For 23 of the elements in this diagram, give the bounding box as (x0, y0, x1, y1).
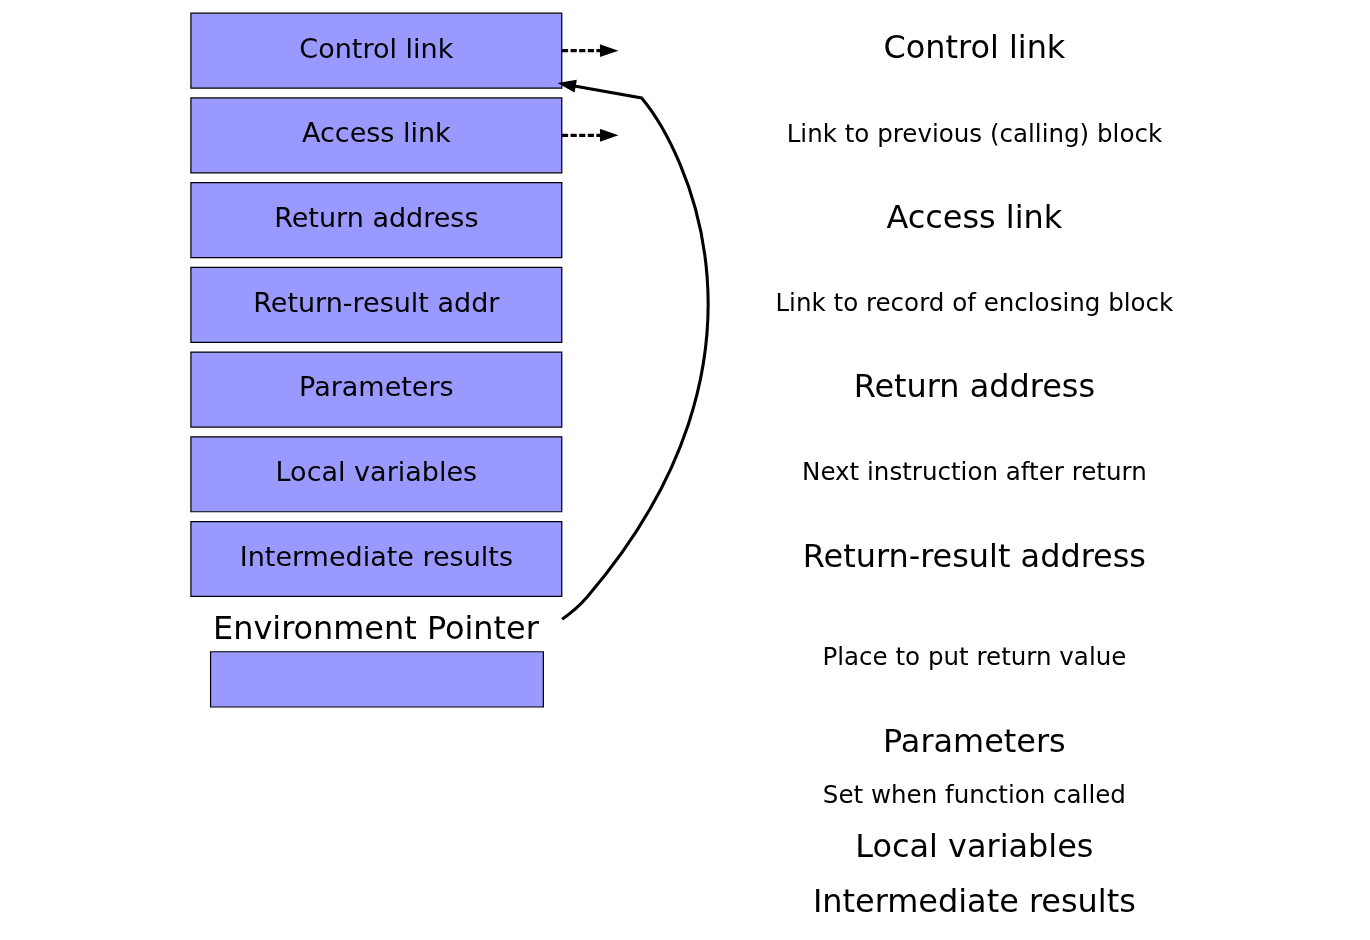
node-box: Return address (189, 182, 562, 259)
label: Control link (882, 28, 1065, 67)
node-box: Return-result addr (189, 266, 562, 343)
label: Local variables (854, 826, 1093, 865)
label: Return address (853, 367, 1095, 406)
label: Link to record of enclosing block (774, 287, 1173, 317)
node-box: Parameters (189, 351, 562, 428)
label: Next instruction after return (801, 457, 1147, 487)
label: Parameters (882, 722, 1066, 761)
arrow (557, 79, 709, 621)
label: Intermediate results (812, 881, 1136, 920)
node-box: Local variables (189, 436, 562, 513)
node-box: Control link (189, 12, 562, 89)
node-label: Environment Pointer (212, 609, 539, 648)
arrow (561, 44, 618, 58)
arrow (561, 128, 618, 142)
label: Place to put return value (821, 642, 1126, 672)
node-box: Access link (189, 97, 562, 174)
node-box: Intermediate results (189, 520, 562, 598)
label: Set when function called (822, 779, 1126, 809)
label: Access link (885, 197, 1062, 236)
label: Return-result address (802, 536, 1146, 575)
label: Link to previous (calling) block (786, 118, 1162, 148)
